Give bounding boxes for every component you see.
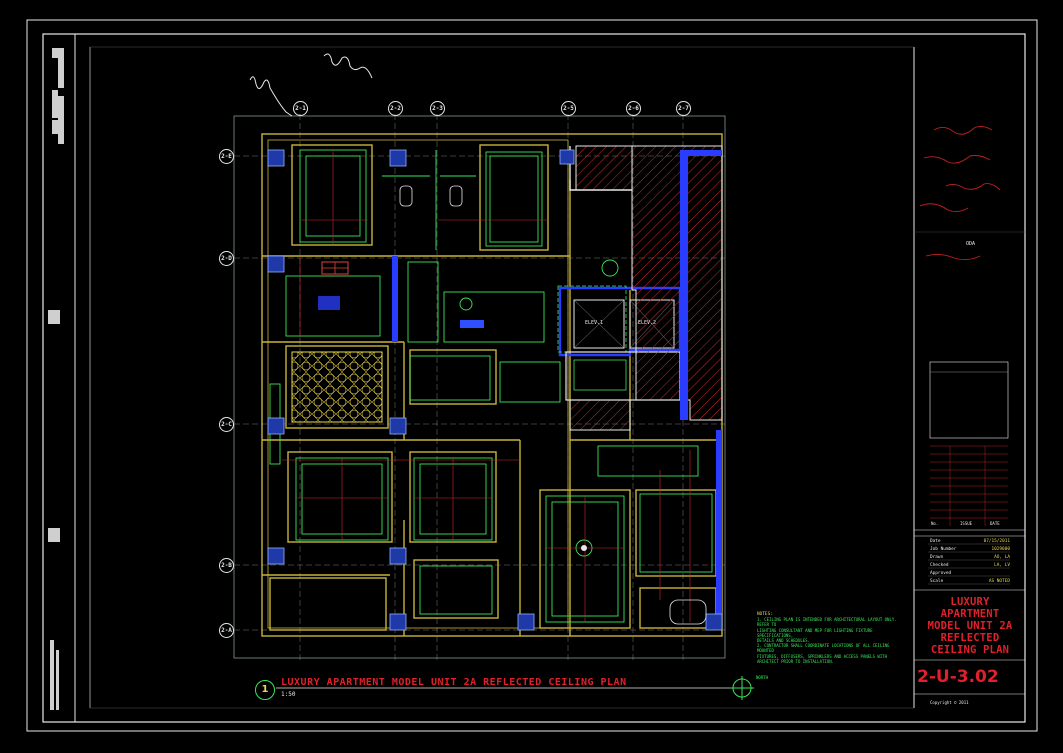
north-arrow <box>730 676 754 700</box>
grid-bubble-column: 2-1 <box>293 101 308 116</box>
general-notes: NOTES: 1. CEILING PLAN IS INTENDED FOR A… <box>757 612 907 664</box>
note-line: DETAILS AND SCHEDULES. <box>757 638 810 644</box>
info-key: Date <box>930 539 941 544</box>
drawing-title: LUXURY APARTMENT MODEL UNIT 2A REFLECTED… <box>281 677 627 688</box>
revision-col-desc: ISSUE <box>960 521 973 526</box>
grid-bubble-row: 2-D <box>219 251 234 266</box>
note-line: 1. CEILING PLAN IS INTENDED FOR ARCHITEC… <box>757 617 897 628</box>
notes-list: 1. CEILING PLAN IS INTENDED FOR ARCHITEC… <box>757 617 907 664</box>
grid-bubble-column: 2-6 <box>626 101 641 116</box>
project-title-line-1: LUXURY APARTMENT <box>940 596 1000 620</box>
hatched-areas <box>569 145 723 431</box>
project-title: LUXURY APARTMENT MODEL UNIT 2A REFLECTED… <box>918 596 1022 656</box>
note-line: FIXTURES, DIFFUSERS, SPRINKLERS AND ACCE… <box>757 653 888 659</box>
project-title-line-2: MODEL UNIT 2A <box>927 620 1013 632</box>
revision-col-no: No. <box>931 521 939 526</box>
columns <box>267 149 723 631</box>
misc-elements <box>321 185 707 625</box>
note-line: ARCHITECT PRIOR TO INSTALLATION. <box>757 658 835 664</box>
revision-lines <box>930 445 1008 526</box>
outer-frame <box>26 19 1038 732</box>
elevator-label-1: ELEV.1 <box>585 320 604 326</box>
info-key: Approved <box>930 571 952 576</box>
grid-bubble-column: 2-3 <box>430 101 445 116</box>
left-strip-marks <box>48 48 64 710</box>
title-block-info-lines <box>928 543 1010 585</box>
drawing-scale: 1:50 <box>281 691 296 698</box>
inner-frame <box>42 33 1026 723</box>
note-line: 2. CONTRACTOR SHALL COORDINATE LOCATIONS… <box>757 643 890 654</box>
grid-bubble-row: 2-E <box>219 149 234 164</box>
title-block-lines <box>914 231 1025 695</box>
grid-bubble-column: 2-7 <box>676 101 691 116</box>
note-line: LIGHTING CONSULTANT AND MEP FOR LIGHTING… <box>757 627 873 638</box>
notes-heading: NOTES: <box>757 612 773 617</box>
signature-scribbles <box>249 53 373 117</box>
info-value: AS NOTED <box>988 579 1010 584</box>
sheet-number: 2-U-3.02 <box>917 667 999 687</box>
grid-bubble-column: 2-5 <box>561 101 576 116</box>
elevator-label-2: ELEV.2 <box>638 320 657 326</box>
north-label: NORTH <box>756 675 769 680</box>
client-name: ODA <box>966 241 976 247</box>
grid-bubble-row: 2-B <box>219 558 234 573</box>
feature-ceiling <box>291 351 383 423</box>
info-value: AO, LA <box>994 555 1010 560</box>
copyright: Copyright © 2011 <box>930 700 969 705</box>
grid-bubble-row: 2-A <box>219 623 234 638</box>
red-lines <box>282 150 691 622</box>
info-value: 1029000 <box>991 547 1010 552</box>
project-title-line-4: CEILING PLAN <box>930 644 1010 656</box>
grid-bubble-column: 2-2 <box>388 101 403 116</box>
blue-elements <box>318 150 722 630</box>
info-key: Scale <box>930 579 944 584</box>
red-stamp-scribbles <box>919 125 1001 261</box>
info-key: Checked <box>930 563 949 568</box>
info-value: 07/15/2011 <box>983 539 1010 544</box>
info-key: Job Number <box>930 547 957 552</box>
info-value: LA, LV <box>994 563 1010 568</box>
view-number: 1 <box>255 680 275 700</box>
grid-bubble-row: 2-C <box>219 417 234 432</box>
plan-boundary <box>233 115 726 659</box>
info-key: Drawn <box>930 555 944 560</box>
revision-col-date: DATE <box>990 521 1000 526</box>
project-title-line-3: REFLECTED <box>940 632 1000 644</box>
